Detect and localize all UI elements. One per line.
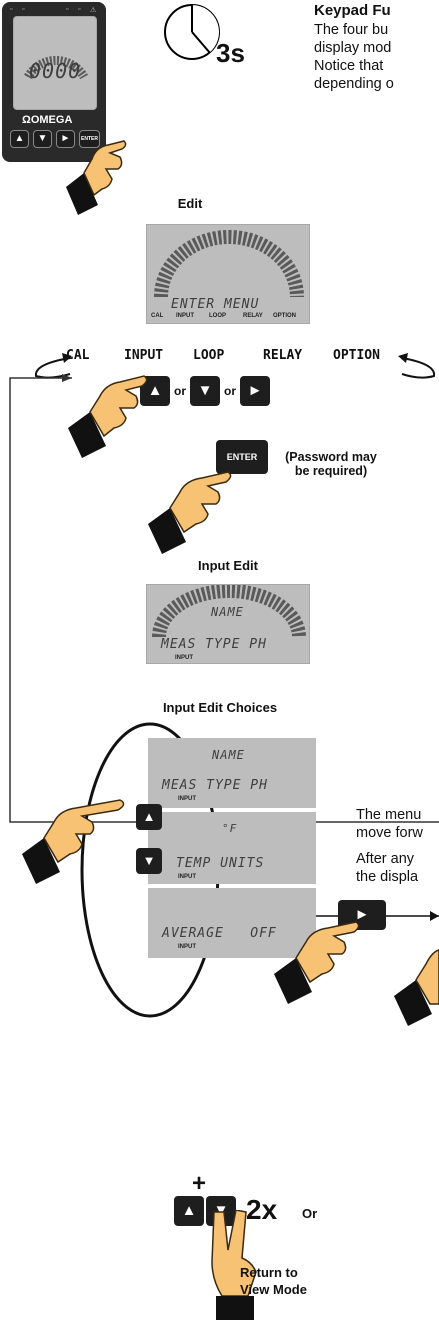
menu-item-relay: RELAY [263,348,303,363]
two-finger-hand-icon [211,1210,257,1320]
timer-icon [164,4,220,60]
edit-title: Edit [177,196,203,211]
meter-top-icons: ▫ ▫ ▫ ▫ ⚠ [10,6,97,14]
meter-arc-graph [24,56,88,80]
side-note-2a: After any [356,851,415,867]
edit-annunciator-input: INPUT [176,313,194,319]
input-edit-lcd: NAME MEAS TYPE PH INPUT [146,584,310,664]
or-label-2: or [224,384,236,398]
warning-icon: ⚠ [90,7,97,14]
intro-line-2: display mod [314,40,392,56]
choice-screen-2: °F TEMP UNITS INPUT [148,812,316,884]
menu-item-loop: LOOP [193,348,225,363]
hand-pointer-icon [274,921,360,1004]
hand-pointer-icon [66,140,127,215]
edit-annunciator-cal: CAL [151,313,164,319]
hand-pointer-icon [68,375,148,458]
side-note-1b: move forw [356,825,423,841]
choice-3-bottom: AVERAGE OFF [162,926,277,941]
intro-line-3: Notice that [314,58,384,74]
input-edit-arc-graph [152,585,306,638]
choice-3-annunciator: INPUT [178,944,196,950]
meter-key-up[interactable]: ▲ [10,130,29,148]
menu-item-input: INPUT [124,348,164,363]
or-label-1: or [174,384,186,398]
plus-sign: + [192,1170,207,1197]
choice-2-bottom: TEMP UNITS [176,856,265,871]
meter-key-right[interactable]: ► [56,130,75,148]
choice-1-top: NAME [212,748,245,762]
input-edit-annunciator: INPUT [175,655,193,661]
choice-1-bottom: MEAS TYPE PH [162,778,268,793]
or-label-3: Or [302,1206,318,1221]
password-note: (Password may be required) [285,450,377,478]
meter-brand: ΩOMEGA [22,114,73,126]
intro-line-1: The four bu [314,22,389,38]
edit-lcd-text: ENTER MENU [171,297,260,312]
meter-lcd: 0000 [13,16,97,110]
press-count: 2x [246,1194,278,1225]
intro-line-4: depending o [314,76,394,92]
choice-2-annunciator: INPUT [178,874,196,880]
return-up-key[interactable]: ▲ [174,1196,204,1226]
side-note-2b: the displa [356,869,419,885]
right-key[interactable]: ► [240,376,270,406]
enter-key[interactable]: ENTER [216,440,268,474]
hand-pointer-icon [22,799,125,884]
hand-pointer-icon [394,949,439,1026]
choice-screen-3: AVERAGE OFF INPUT [148,888,316,958]
meter-key-enter[interactable]: ENTER [79,130,100,148]
meter-key-down[interactable]: ▼ [33,130,52,148]
edit-annunciator-option: OPTION [273,313,297,319]
menu-item-cal: CAL [66,348,90,363]
menu-cycle-arrows [34,353,436,379]
return-label: Return to View Mode [240,1265,307,1297]
choices-up-key[interactable]: ▲ [136,804,162,830]
input-edit-title: Input Edit [198,558,258,573]
choices-title: Input Edit Choices [162,700,278,715]
omega-logo-icon: Ω [22,114,31,126]
edit-annunciator-loop: LOOP [209,313,227,319]
input-edit-top: NAME [211,605,244,619]
side-note-1a: The menu [356,807,422,823]
choice-screen-1: NAME MEAS TYPE PH INPUT [148,738,316,808]
choice-1-annunciator: INPUT [178,796,196,802]
choice-2-top: °F [222,822,238,835]
meter-reading: 0000 [29,59,82,83]
input-edit-bottom: MEAS TYPE PH [161,637,267,652]
hold-time-label: 3s [216,38,245,68]
meter-device: ▫ ▫ ▫ ▫ ⚠ 0000 ΩOMEGA ▲ ▼ ► ENTER [2,2,106,162]
edit-lcd: ENTER MENU CAL INPUT LOOP RELAY OPTION [146,224,310,324]
edit-annunciator-relay: RELAY [243,313,263,319]
choices-down-key[interactable]: ▼ [136,848,162,874]
menu-item-option: OPTION [333,348,380,363]
intro-heading: Keypad Fu [314,2,391,19]
down-key[interactable]: ▼ [190,376,220,406]
edit-arc-graph [154,230,304,298]
hand-pointer-icon [148,471,232,554]
